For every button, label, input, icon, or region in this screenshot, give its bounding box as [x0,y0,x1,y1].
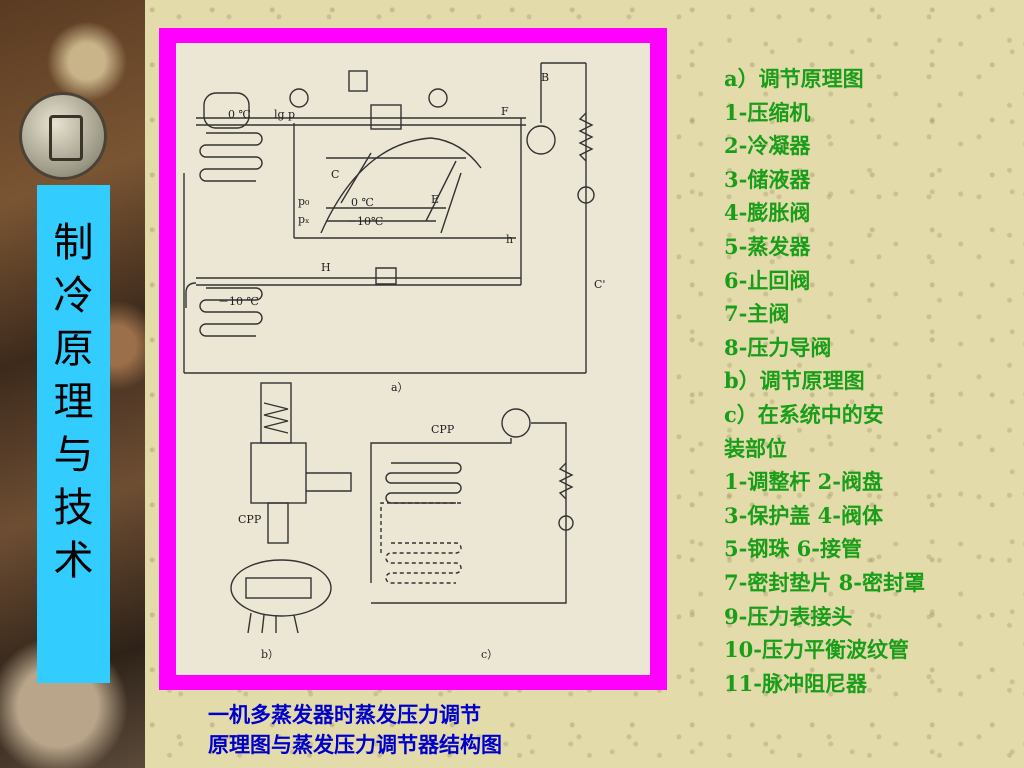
legend-item: 10-压力平衡波纹管 [724,637,909,663]
temp-label: 0 ℃ [351,196,374,209]
legend-item: 7-密封垫片 8-密封罩 [724,569,925,595]
axis-label: h [506,233,513,246]
legend-item: 3-储液器 [724,166,811,192]
diagram-frame: 0 ℃ －10 ℃ lg p 0 ℃ －10℃ h p₀ pₓ a） b） c）… [159,28,667,690]
point-label: C' [594,278,605,291]
figure-caption: 一机多蒸发器时蒸发压力调节 原理图与蒸发压力调节器结构图 [208,700,648,760]
legend-item: 1-压缩机 [724,99,811,125]
legend-item: 7-主阀 [724,301,790,327]
legend-item: 5-钢珠 6-接管 [724,536,862,562]
subfigure-label: c） [481,648,498,661]
temp-label: 0 ℃ [228,108,251,121]
title-char: 理 [53,379,94,425]
temp-label: －10 ℃ [218,295,259,308]
pressure-label: pₓ [298,213,310,226]
legend-item: 装部位 [724,435,787,461]
legend-item: 8-压力导阀 [724,334,832,360]
pressure-label: p₀ [298,195,310,208]
legend-item: 1-调整杆 2-阀盘 [724,469,883,495]
title-char: 原 [53,326,94,372]
subfigure-label: a） [391,381,409,394]
title-char: 制 [53,220,94,266]
diagram-panel: 0 ℃ －10 ℃ lg p 0 ℃ －10℃ h p₀ pₓ a） b） c）… [176,43,650,675]
legend-item: b）调节原理图 [724,368,865,394]
title-char: 冷 [53,273,94,319]
subfigure-label: b） [261,648,279,661]
legend-item: c）在系统中的安 [724,401,884,427]
vertical-title-box: 制 冷 原 理 与 技 术 [37,185,110,683]
coin-emblem-icon [22,95,104,177]
caption-line: 一机多蒸发器时蒸发压力调节 [208,702,481,727]
legend-item: 11-脉冲阻尼器 [724,670,867,696]
legend-item: 4-膨胀阀 [724,200,811,226]
point-label: C [331,168,339,181]
point-label: H [321,261,331,274]
legend-item: 2-冷凝器 [724,133,811,159]
legend-list: a）调节原理图 1-压缩机 2-冷凝器 3-储液器 4-膨胀阀 5-蒸发器 6-… [724,62,1014,700]
part-label: CPP [238,513,262,526]
title-char: 技 [53,485,94,531]
legend-item: a）调节原理图 [724,66,864,91]
point-label: B [541,71,549,84]
temp-label: －10℃ [346,215,383,228]
legend-item: 5-蒸发器 [724,233,811,259]
refrigeration-diagram: 0 ℃ －10 ℃ lg p 0 ℃ －10℃ h p₀ pₓ a） b） c）… [183,62,605,661]
legend-item: 6-止回阀 [724,267,811,293]
legend-item: 9-压力表接头 [724,603,853,629]
title-char: 与 [53,432,94,478]
point-label: F [501,105,509,118]
title-char: 术 [53,538,94,584]
axis-label: lg p [274,108,295,121]
legend-item: 3-保护盖 4-阀体 [724,502,883,528]
vertical-title: 制 冷 原 理 与 技 术 [37,217,110,588]
caption-line: 原理图与蒸发压力调节器结构图 [208,732,502,757]
part-label: CPP [431,423,455,436]
point-label: E [431,193,439,206]
